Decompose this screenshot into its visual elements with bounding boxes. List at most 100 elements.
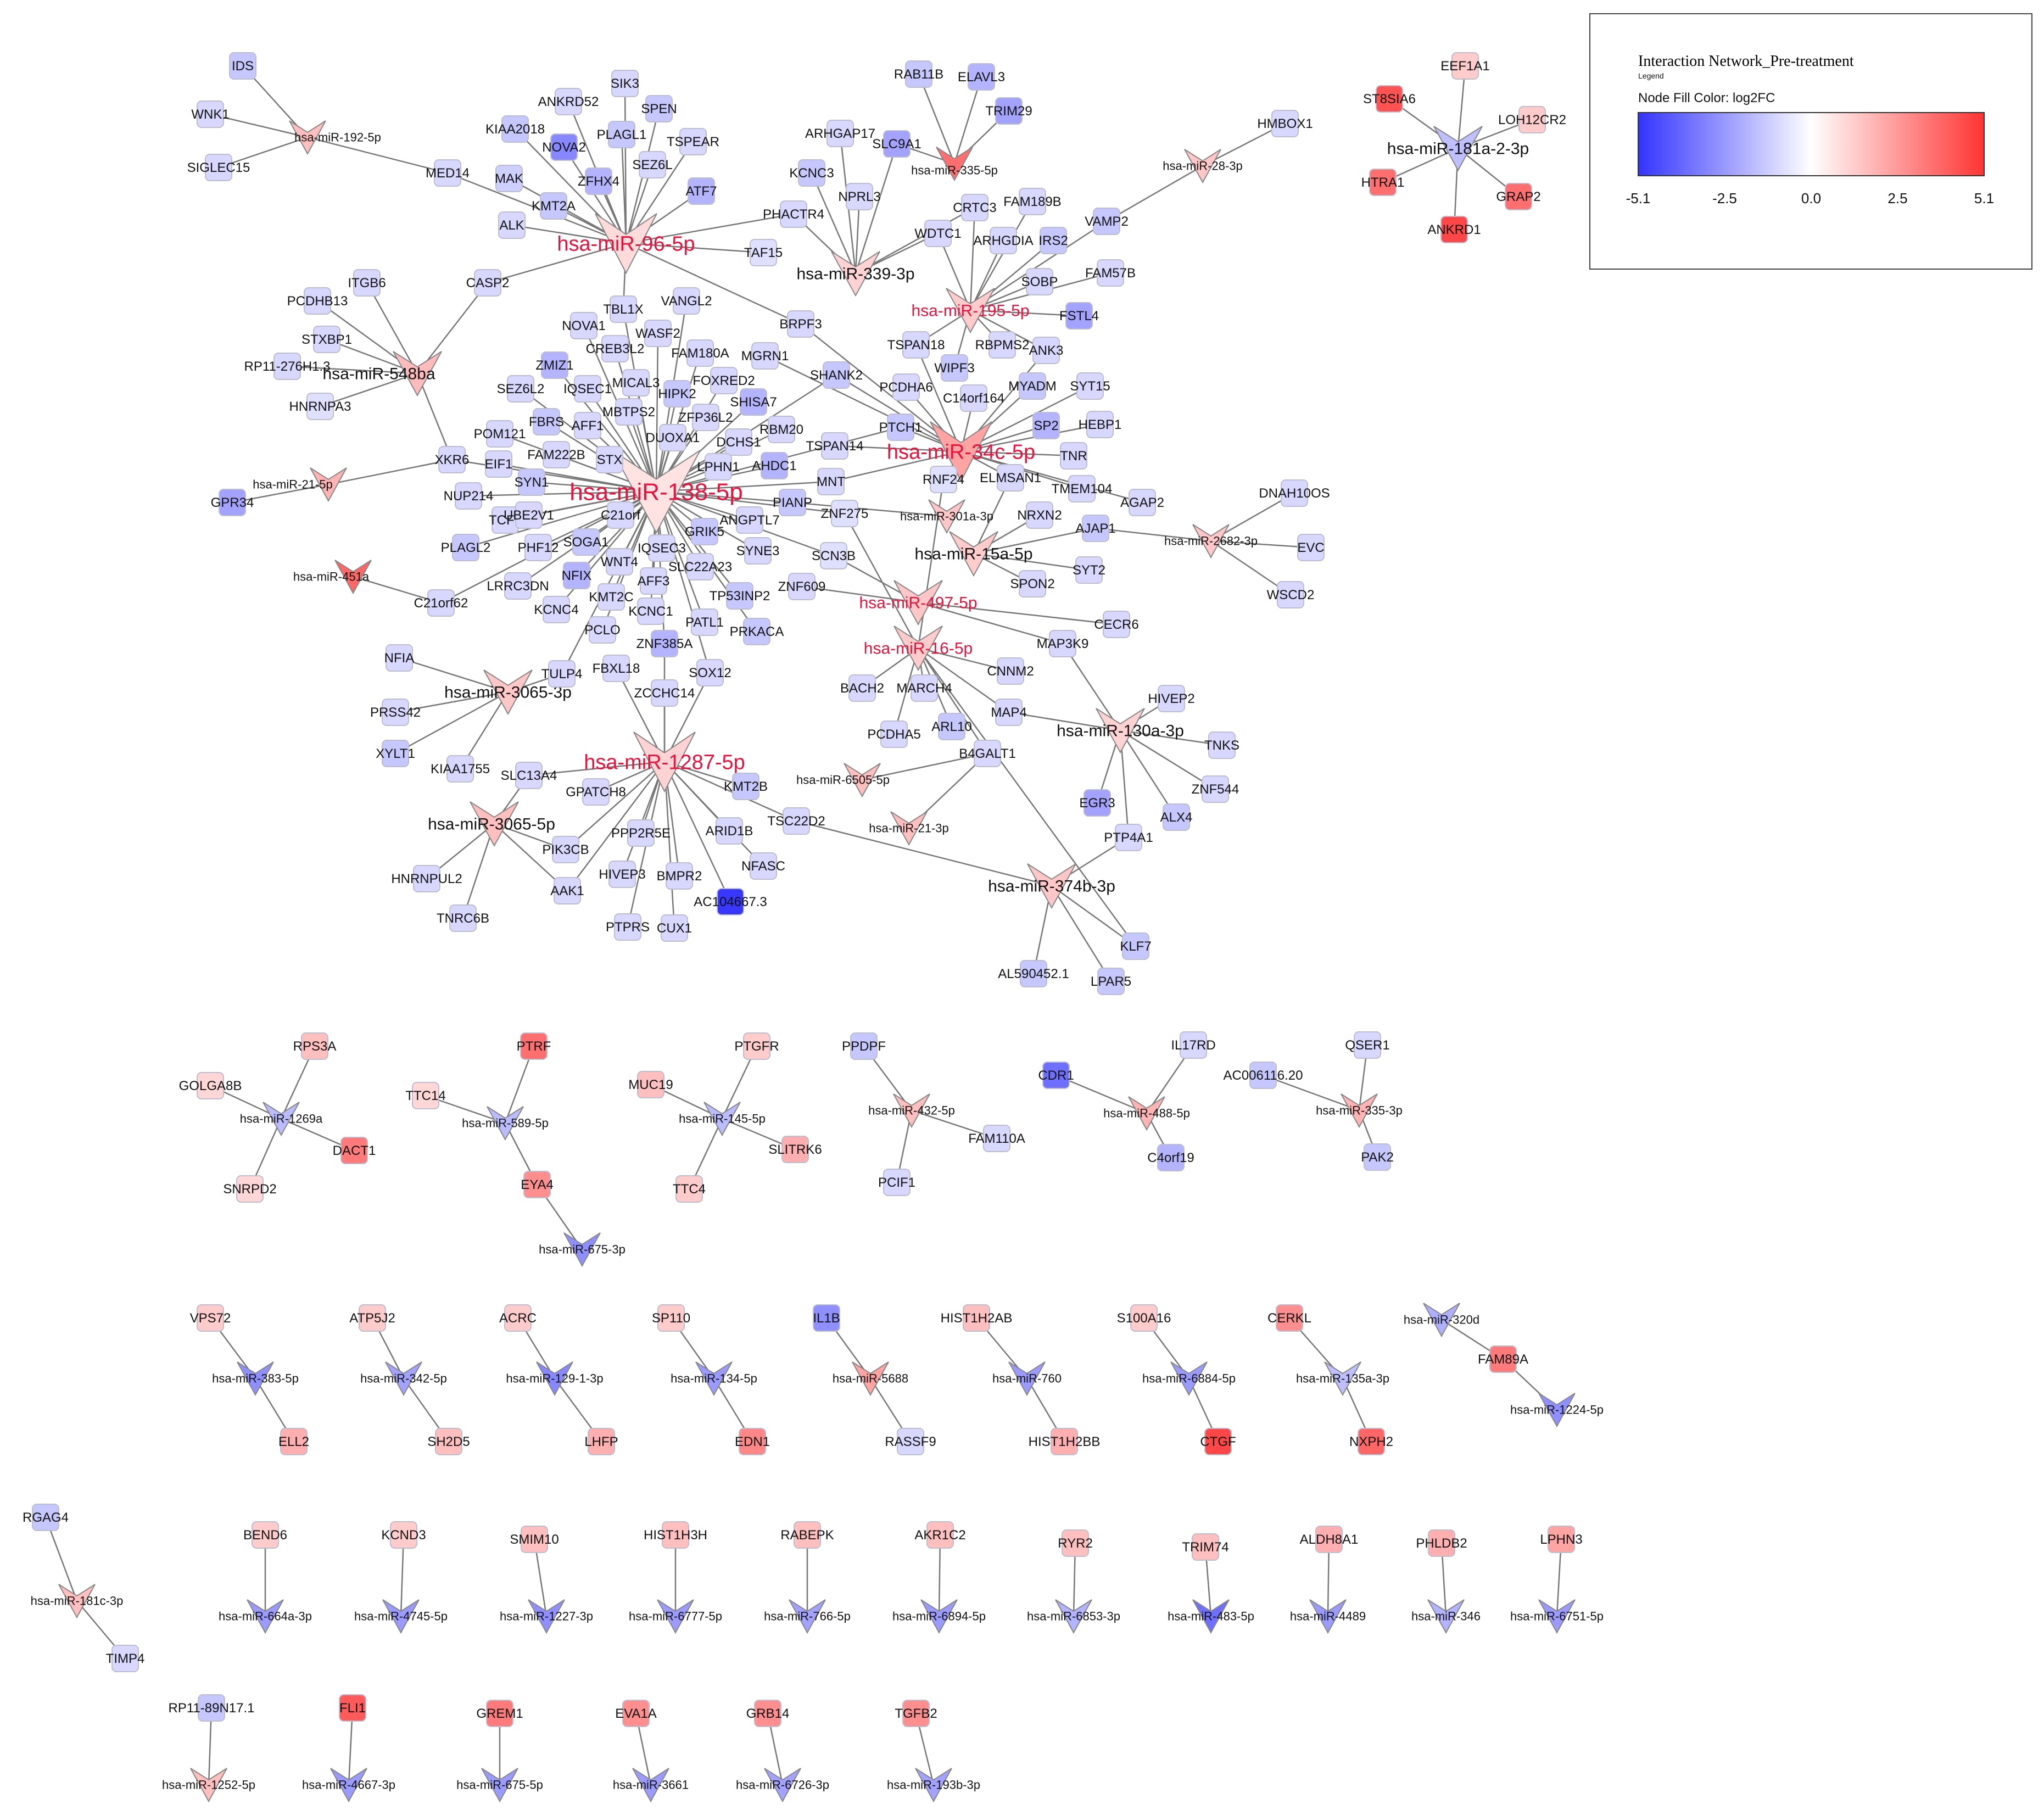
gene-node-tsc22d2[interactable]: TSC22D2 bbox=[767, 807, 825, 835]
gene-node-c14orf164[interactable]: C14orf164 bbox=[943, 384, 1004, 412]
gene-node-tspan18[interactable]: TSPAN18 bbox=[887, 331, 945, 359]
gene-node-crtc3[interactable]: CRTC3 bbox=[953, 194, 997, 221]
gene-node-prkaca[interactable]: PRKACA bbox=[730, 618, 784, 645]
gene-node-lphn3[interactable]: LPHN3 bbox=[1540, 1526, 1583, 1553]
mirna-node-hsa-mir-130a-3p[interactable]: hsa-miR-130a-3p bbox=[1057, 708, 1184, 754]
gene-node-acrc[interactable]: ACRC bbox=[499, 1304, 537, 1332]
gene-node-akr1c2[interactable]: AKR1C2 bbox=[914, 1521, 966, 1549]
gene-node-smim10[interactable]: SMIM10 bbox=[510, 1526, 559, 1553]
gene-node-mak[interactable]: MAK bbox=[495, 165, 523, 192]
gene-node-gpr34[interactable]: GPR34 bbox=[211, 489, 254, 516]
gene-node-nup214[interactable]: NUP214 bbox=[444, 482, 494, 510]
mirna-node-hsa-mir-483-5p[interactable]: hsa-miR-483-5p bbox=[1168, 1599, 1254, 1634]
gene-node-tbl1x[interactable]: TBL1X bbox=[603, 295, 644, 323]
gene-node-al590452-1[interactable]: AL590452.1 bbox=[998, 960, 1069, 987]
gene-node-mbtps2[interactable]: MBTPS2 bbox=[602, 398, 655, 426]
gene-node-cdr1[interactable]: CDR1 bbox=[1038, 1062, 1074, 1089]
gene-node-elmsan1[interactable]: ELMSAN1 bbox=[980, 464, 1041, 492]
gene-node-nova2[interactable]: NOVA2 bbox=[542, 133, 586, 161]
mirna-node-hsa-mir-6726-3p[interactable]: hsa-miR-6726-3p bbox=[736, 1768, 829, 1803]
gene-node-nfix[interactable]: NFIX bbox=[562, 562, 592, 589]
gene-node-rabepk[interactable]: RABEPK bbox=[780, 1521, 834, 1549]
gene-node-egr3[interactable]: EGR3 bbox=[1079, 789, 1115, 817]
gene-node-atp5j2[interactable]: ATP5J2 bbox=[349, 1304, 395, 1332]
gene-node-c4orf19[interactable]: C4orf19 bbox=[1147, 1144, 1194, 1171]
mirna-node-hsa-mir-301a-3p[interactable]: hsa-miR-301a-3p bbox=[900, 499, 993, 534]
mirna-node-hsa-mir-135a-3p[interactable]: hsa-miR-135a-3p bbox=[1296, 1361, 1389, 1397]
gene-node-rab11b[interactable]: RAB11B bbox=[894, 60, 943, 88]
gene-node-tspan14[interactable]: TSPAN14 bbox=[806, 432, 864, 460]
gene-node-march4[interactable]: MARCH4 bbox=[896, 674, 952, 702]
gene-node-lrrc3dn[interactable]: LRRC3DN bbox=[487, 572, 549, 600]
gene-node-sez6l2[interactable]: SEZ6L2 bbox=[497, 375, 545, 403]
gene-node-fbxl18[interactable]: FBXL18 bbox=[593, 655, 640, 682]
gene-node-tnrc6b[interactable]: TNRC6B bbox=[437, 904, 489, 932]
gene-node-golga8b[interactable]: GOLGA8B bbox=[179, 1072, 242, 1099]
gene-node-pcif1[interactable]: PCIF1 bbox=[878, 1169, 915, 1196]
gene-node-pak2[interactable]: PAK2 bbox=[1361, 1143, 1394, 1171]
gene-node-kiaa1755[interactable]: KIAA1755 bbox=[431, 755, 490, 783]
gene-node-syn1[interactable]: SYN1 bbox=[515, 468, 549, 496]
mirna-node-hsa-mir-2682-3p[interactable]: hsa-miR-2682-3p bbox=[1164, 524, 1258, 559]
gene-node-aff3[interactable]: AFF3 bbox=[638, 567, 670, 595]
gene-node-klf7[interactable]: KLF7 bbox=[1120, 932, 1152, 960]
gene-node-trim29[interactable]: TRIM29 bbox=[985, 97, 1032, 125]
mirna-node-hsa-mir-193b-3p[interactable]: hsa-miR-193b-3p bbox=[887, 1768, 980, 1803]
gene-node-edn1[interactable]: EDN1 bbox=[735, 1428, 770, 1455]
gene-node-zcchc14[interactable]: ZCCHC14 bbox=[634, 679, 695, 707]
gene-node-phldb2[interactable]: PHLDB2 bbox=[1416, 1529, 1467, 1557]
gene-node-hnrnpul2[interactable]: HNRNPUL2 bbox=[391, 865, 462, 892]
mirna-node-hsa-mir-346[interactable]: hsa-miR-346 bbox=[1411, 1599, 1481, 1634]
gene-node-dchs1[interactable]: DCHS1 bbox=[716, 428, 761, 456]
gene-node-siglec15[interactable]: SIGLEC15 bbox=[187, 154, 250, 181]
gene-node-sez6l[interactable]: SEZ6L bbox=[632, 151, 673, 178]
gene-node-iqsec1[interactable]: IQSEC1 bbox=[563, 375, 612, 403]
gene-node-aak1[interactable]: AAK1 bbox=[550, 877, 584, 904]
gene-node-fam89a[interactable]: FAM89A bbox=[1478, 1345, 1528, 1373]
gene-node-vangl2[interactable]: VANGL2 bbox=[661, 287, 712, 315]
mirna-node-hsa-mir-181a-2-3p[interactable]: hsa-miR-181a-2-3p bbox=[1387, 126, 1529, 172]
mirna-node-hsa-mir-1252-5p[interactable]: hsa-miR-1252-5p bbox=[162, 1768, 255, 1803]
gene-node-wnt4[interactable]: WNT4 bbox=[601, 548, 638, 576]
gene-node-lhfp[interactable]: LHFP bbox=[584, 1428, 618, 1455]
gene-node-eef1a1[interactable]: EEF1A1 bbox=[1440, 52, 1490, 80]
gene-node-syt2[interactable]: SYT2 bbox=[1073, 556, 1105, 584]
gene-node-lpar5[interactable]: LPAR5 bbox=[1091, 968, 1131, 995]
gene-node-pik3cb[interactable]: PIK3CB bbox=[542, 836, 589, 863]
mirna-node-hsa-mir-21-3p[interactable]: hsa-miR-21-3p bbox=[869, 811, 949, 846]
gene-node-ptprs[interactable]: PTPRS bbox=[606, 913, 650, 941]
gene-node-prss42[interactable]: PRSS42 bbox=[370, 699, 421, 726]
gene-node-fam222b[interactable]: FAM222B bbox=[527, 441, 585, 468]
gene-node-lphn1[interactable]: LPHN1 bbox=[697, 453, 740, 481]
gene-node-slc22a23[interactable]: SLC22A23 bbox=[668, 553, 732, 580]
gene-node-b4galt1[interactable]: B4GALT1 bbox=[959, 740, 1016, 767]
mirna-node-hsa-mir-15a-5p[interactable]: hsa-miR-15a-5p bbox=[914, 531, 1033, 577]
gene-node-ctgf[interactable]: CTGF bbox=[1200, 1428, 1236, 1455]
gene-node-sp2[interactable]: SP2 bbox=[1032, 412, 1060, 439]
gene-node-mical3[interactable]: MICAL3 bbox=[612, 369, 660, 396]
gene-node-pclo[interactable]: PCLO bbox=[584, 616, 621, 644]
gene-node-map3k9[interactable]: MAP3K9 bbox=[1037, 630, 1089, 657]
gene-node-ajap1[interactable]: AJAP1 bbox=[1075, 515, 1116, 542]
mirna-node-hsa-mir-96-5p[interactable]: hsa-miR-96-5p bbox=[557, 213, 695, 275]
mirna-node-hsa-mir-1227-3p[interactable]: hsa-miR-1227-3p bbox=[500, 1599, 593, 1634]
gene-node-aff1[interactable]: AFF1 bbox=[572, 412, 604, 439]
mirna-node-hsa-mir-145-5p[interactable]: hsa-miR-145-5p bbox=[679, 1102, 766, 1137]
gene-node-wscd2[interactable]: WSCD2 bbox=[1267, 581, 1315, 608]
gene-node-soga1[interactable]: SOGA1 bbox=[563, 528, 609, 556]
gene-node-spen[interactable]: SPEN bbox=[641, 95, 677, 122]
mirna-node-hsa-mir-6751-5p[interactable]: hsa-miR-6751-5p bbox=[1510, 1599, 1604, 1634]
gene-node-fam180a[interactable]: FAM180A bbox=[671, 339, 729, 367]
gene-node-ppdpf[interactable]: PPDPF bbox=[842, 1032, 886, 1060]
gene-node-zfhx4[interactable]: ZFHX4 bbox=[578, 167, 619, 195]
gene-node-hmbox1[interactable]: HMBOX1 bbox=[1257, 110, 1313, 137]
gene-node-ank3[interactable]: ANK3 bbox=[1029, 337, 1064, 364]
gene-node-xylt1[interactable]: XYLT1 bbox=[376, 740, 415, 767]
gene-node-itgb6[interactable]: ITGB6 bbox=[348, 269, 386, 297]
gene-node-pianp[interactable]: PIANP bbox=[773, 489, 812, 516]
gene-node-grb14[interactable]: GRB14 bbox=[746, 1700, 790, 1727]
gene-node-cerkl[interactable]: CERKL bbox=[1267, 1304, 1311, 1332]
gene-node-eif1[interactable]: EIF1 bbox=[485, 450, 513, 478]
gene-node-nfasc[interactable]: NFASC bbox=[741, 852, 785, 880]
gene-node-tulp4[interactable]: TULP4 bbox=[541, 660, 583, 688]
